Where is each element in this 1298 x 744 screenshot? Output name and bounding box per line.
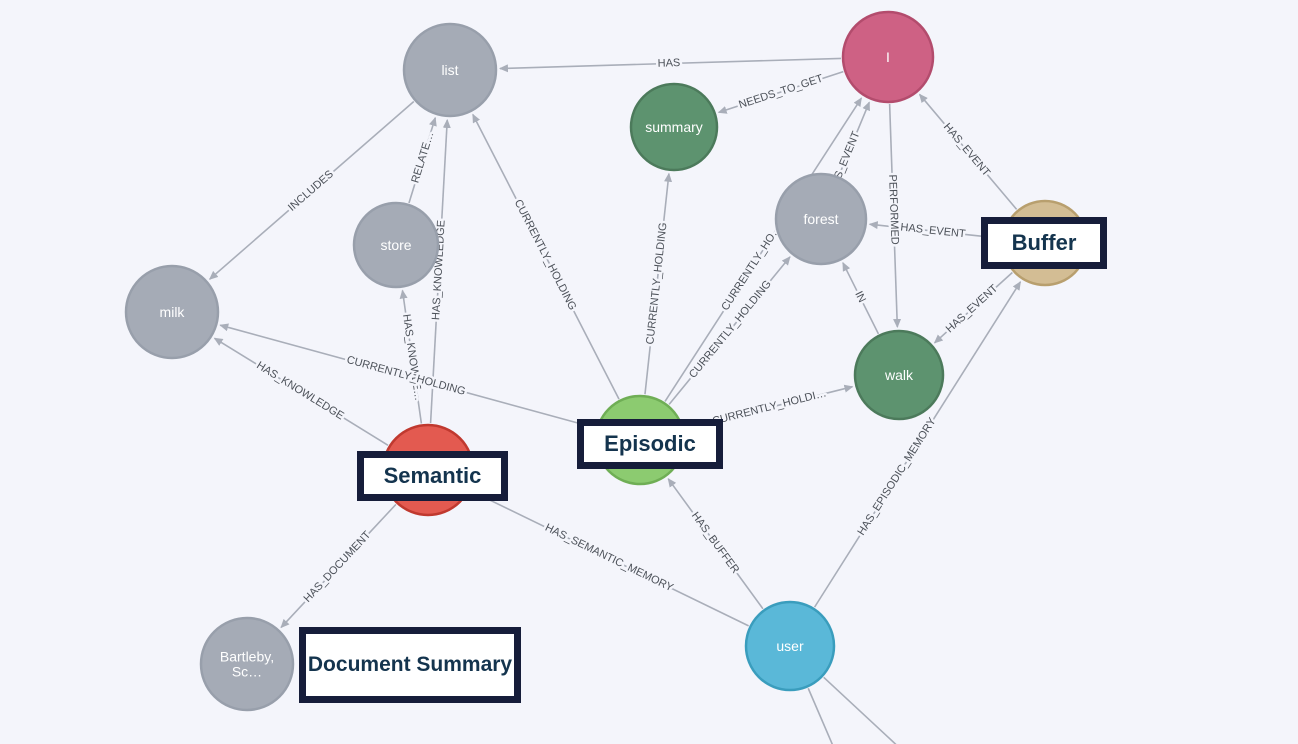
edge-buffer-walk[interactable]: [933, 271, 1013, 344]
edge-label-I-list[interactable]: HAS: [655, 55, 683, 73]
node-forest[interactable]: [774, 172, 868, 266]
node-layer: listIsummaryforeststoremilkwalkuserBartl…: [124, 10, 1089, 712]
edge-layer: [208, 57, 1022, 744]
user-offscreen-1[interactable]: [807, 687, 850, 744]
edge-label-episodic-summary[interactable]: CURRENTLY_HOLDING: [642, 219, 672, 347]
edge-semantic-milk[interactable]: [213, 337, 389, 446]
edge-label-semantic-store[interactable]: HAS_KNOWLE…: [397, 311, 426, 404]
node-walk[interactable]: [853, 329, 945, 421]
edge-label-semantic-bartleby[interactable]: HAS_DOCUMENT: [299, 526, 376, 607]
node-milk[interactable]: [124, 264, 220, 360]
edge-label-user-episodic[interactable]: HAS_BUFFER: [686, 508, 744, 579]
edge-user-episodic[interactable]: [667, 477, 764, 610]
edge-episodic-summary[interactable]: [644, 172, 673, 395]
edge-label-episodic-walk[interactable]: CURRENTLY_HOLDI…: [709, 385, 831, 430]
edge-label-buffer-I[interactable]: HAS_EVENT: [938, 119, 995, 182]
edge-label-walk-forest[interactable]: IN: [850, 287, 871, 307]
edge-forest-I[interactable]: [838, 101, 871, 176]
edge-semantic-bartleby[interactable]: [280, 503, 397, 629]
node-user[interactable]: [744, 600, 836, 692]
edge-user-buffer[interactable]: [813, 281, 1022, 608]
edge-label-store-list[interactable]: RELATE…: [407, 128, 439, 187]
node-summary[interactable]: [629, 82, 719, 172]
edge-episodic-list[interactable]: [472, 113, 620, 400]
edge-label-episodic-list[interactable]: CURRENTLY_HOLDING: [509, 195, 581, 315]
annotation-episodic: Episodic: [577, 419, 723, 469]
edge-label-user-buffer[interactable]: HAS_EPISODIC_MEMORY: [853, 413, 942, 541]
edge-label-I-summary[interactable]: NEEDS_TO_GET: [735, 70, 827, 114]
edge-buffer-forest[interactable]: [868, 221, 1002, 240]
edge-walk-forest[interactable]: [842, 261, 880, 335]
edge-store-list[interactable]: [408, 116, 437, 204]
edge-label-I-walk[interactable]: PERFORMED: [884, 172, 903, 248]
edge-I-summary[interactable]: [717, 70, 844, 114]
edge-episodic-milk[interactable]: [219, 323, 596, 429]
edge-list-milk[interactable]: [208, 100, 415, 280]
annotation-buffer: Buffer: [981, 217, 1107, 269]
edge-label-semantic-milk[interactable]: HAS_KNOWLEDGE: [252, 357, 349, 425]
edge-buffer-I[interactable]: [918, 93, 1018, 210]
annotation-document-summary: Document Summary: [299, 627, 521, 703]
edge-episodic-I[interactable]: [664, 97, 863, 402]
edge-user-semantic[interactable]: [471, 490, 749, 627]
edge-I-walk[interactable]: [888, 103, 902, 329]
edge-I-list[interactable]: [498, 57, 842, 73]
edge-episodic-forest[interactable]: [668, 256, 791, 405]
edge-label-buffer-forest[interactable]: HAS_EVENT: [897, 219, 969, 243]
annotation-semantic: Semantic: [357, 451, 508, 501]
edge-label-episodic-milk[interactable]: CURRENTLY_HOLDING: [343, 351, 469, 400]
edge-label-list-milk[interactable]: INCLUDES: [284, 166, 339, 217]
edge-semantic-list[interactable]: [429, 118, 451, 424]
user-offscreen-2[interactable]: [823, 676, 929, 744]
node-list[interactable]: [402, 22, 498, 118]
node-bartleby[interactable]: [199, 616, 295, 712]
node-store[interactable]: [352, 201, 440, 289]
node-I[interactable]: [841, 10, 935, 104]
edge-label-user-semantic[interactable]: HAS_SEMANTIC_MEMORY: [541, 519, 679, 597]
edge-semantic-store[interactable]: [399, 289, 423, 424]
edge-label-layer: HASNEEDS_TO_GETHAS_EVENTPERFORMEDHAS_EVE…: [252, 55, 1003, 608]
